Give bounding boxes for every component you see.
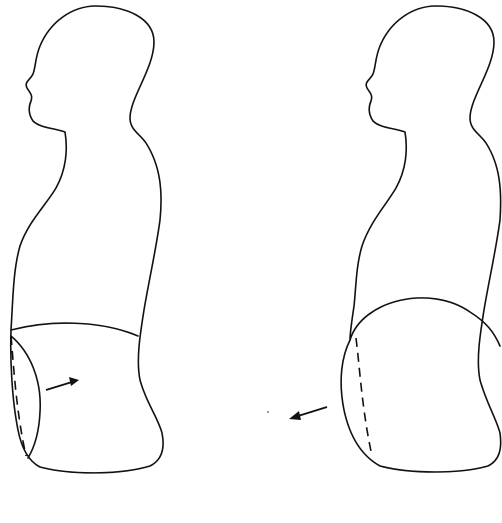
right-panel xyxy=(267,6,501,472)
left-belly-curve xyxy=(11,336,40,458)
left-body-outline xyxy=(11,6,163,473)
right-arrow xyxy=(289,407,327,420)
left-arrow-shaft xyxy=(46,382,72,390)
stray-dot xyxy=(267,411,269,413)
right-arrow-shaft xyxy=(298,407,327,416)
right-dashed-wall xyxy=(356,338,372,456)
left-panel xyxy=(11,6,163,473)
left-arrow-head xyxy=(69,377,79,386)
right-belly-ellipse-top xyxy=(350,298,500,346)
left-arrow xyxy=(46,377,79,390)
right-body-outline xyxy=(341,6,501,472)
left-belt-line xyxy=(11,323,138,336)
right-arrow-head xyxy=(289,411,301,420)
